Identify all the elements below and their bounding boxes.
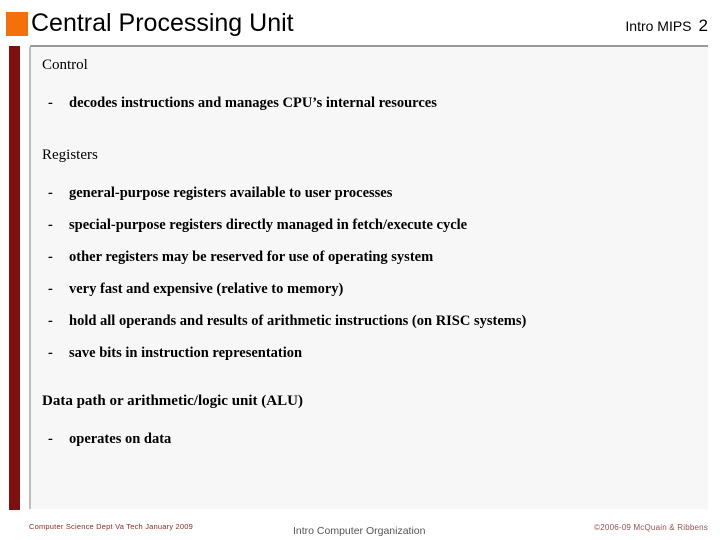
bullet-registers-1: -special-purpose registers directly mana…	[42, 216, 702, 234]
footer-copyright: ©2006-09 McQuain & Ribbens	[594, 523, 708, 532]
slide-footer: Computer Science Dept Va Tech January 20…	[0, 514, 720, 540]
bullet-text: special-purpose registers directly manag…	[69, 217, 468, 233]
bullet-marker-icon: -	[48, 217, 53, 233]
spacer	[42, 112, 702, 146]
header-meta: Intro MIPS 2	[625, 16, 708, 36]
spacer	[42, 202, 702, 216]
bullet-datapath-0: -operates on data	[42, 430, 702, 448]
content-panel: Control -decodes instructions and manage…	[29, 47, 708, 509]
bullet-marker-icon: -	[48, 95, 53, 111]
bullet-marker-icon: -	[48, 249, 53, 265]
bullet-marker-icon: -	[48, 281, 53, 297]
left-accent-bar	[9, 46, 20, 510]
bullet-text: very fast and expensive (relative to mem…	[69, 281, 344, 297]
bullet-registers-5: -save bits in instruction representation	[42, 344, 702, 362]
footer-course-title: Intro Computer Organization	[293, 525, 426, 537]
section-heading-registers: Registers	[42, 147, 98, 163]
bullet-text: decodes instructions and manages CPU’s i…	[69, 95, 437, 111]
spacer	[42, 164, 702, 184]
spacer	[42, 74, 702, 94]
footer-attribution: Computer Science Dept Va Tech January 20…	[29, 522, 194, 531]
spacer	[42, 266, 702, 280]
bullet-marker-icon: -	[48, 345, 53, 361]
spacer	[42, 234, 702, 248]
section-heading-control: Control	[42, 57, 88, 73]
spacer	[42, 330, 702, 344]
bullet-text: other registers may be reserved for use …	[69, 249, 434, 265]
header-divider	[30, 45, 708, 48]
bullet-registers-2: -other registers may be reserved for use…	[42, 248, 702, 266]
bullet-marker-icon: -	[48, 431, 53, 447]
title-square-icon	[6, 12, 28, 36]
spacer	[42, 362, 702, 392]
bullet-marker-icon: -	[48, 313, 53, 329]
content-body: Control -decodes instructions and manage…	[42, 56, 702, 448]
spacer	[42, 410, 702, 430]
bullet-registers-0: -general-purpose registers available to …	[42, 184, 702, 202]
slide-number: 2	[698, 16, 708, 35]
slide-header: Central Processing Unit Intro MIPS 2	[0, 0, 720, 48]
bullet-control-0: -decodes instructions and manages CPU’s …	[42, 94, 702, 112]
page-title: Central Processing Unit	[31, 9, 294, 37]
bullet-text: general-purpose registers available to u…	[69, 185, 393, 201]
bullet-text: operates on data	[69, 431, 172, 447]
course-label: Intro MIPS	[625, 18, 692, 34]
section-heading-datapath: Data path or arithmetic/logic unit (ALU)	[42, 393, 303, 409]
bullet-text: save bits in instruction representation	[69, 345, 303, 361]
bullet-text: hold all operands and results of arithme…	[69, 313, 527, 329]
spacer	[42, 298, 702, 312]
bullet-marker-icon: -	[48, 185, 53, 201]
bullet-registers-3: -very fast and expensive (relative to me…	[42, 280, 702, 298]
bullet-registers-4: -hold all operands and results of arithm…	[42, 312, 702, 330]
